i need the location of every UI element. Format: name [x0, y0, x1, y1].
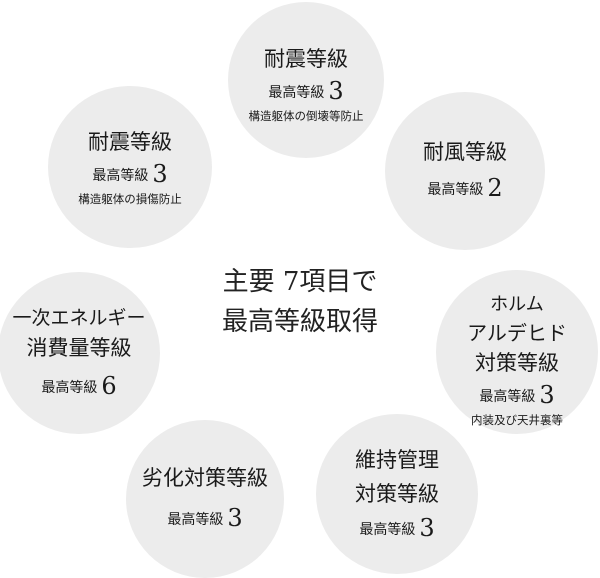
circle-title-line1: 維持管理	[355, 448, 439, 472]
circle-title-line2: 消費量等級	[26, 336, 132, 360]
grade-label: 最高等級	[92, 168, 149, 184]
grade-label: 最高等級	[268, 85, 325, 101]
grade-value: 3	[227, 504, 243, 532]
grade-value: 3	[539, 381, 555, 409]
grade-label: 最高等級	[359, 522, 416, 538]
grade-value: 3	[328, 77, 344, 105]
circle-title-line3: 対策等級	[475, 351, 559, 375]
center-heading-line2: 最高等級取得	[221, 307, 378, 337]
circle-title-line1: 一次エネルギー	[12, 307, 146, 329]
circle-note: 内装及び天井裏等	[471, 413, 563, 427]
circle-title-line2: 対策等級	[355, 482, 439, 506]
grade-label: 最高等級	[427, 182, 484, 198]
circle-title: 耐震等級	[264, 47, 348, 71]
grade-label: 最高等級	[479, 389, 536, 405]
center-heading-line1: 主要 7項目で	[222, 267, 378, 297]
grade-value: 2	[487, 174, 503, 202]
circle-title-line2: アルデヒド	[467, 321, 567, 345]
circle-title-line1: ホルム	[490, 294, 544, 315]
circle-title: 劣化対策等級	[142, 466, 268, 490]
grade-label: 最高等級	[41, 380, 98, 396]
circle-title: 耐風等級	[423, 140, 507, 164]
circle-note: 構造躯体の倒壊等防止	[248, 109, 364, 123]
grade-label: 最高等級	[167, 512, 224, 528]
circle-note: 構造躯体の損傷防止	[78, 192, 182, 206]
circle-title: 耐震等級	[88, 130, 172, 154]
center-heading: 主要 7項目で 最高等級取得	[200, 262, 400, 342]
grade-value: 3	[419, 514, 435, 542]
grade-value: 6	[101, 372, 117, 400]
grade-value: 3	[152, 160, 168, 188]
